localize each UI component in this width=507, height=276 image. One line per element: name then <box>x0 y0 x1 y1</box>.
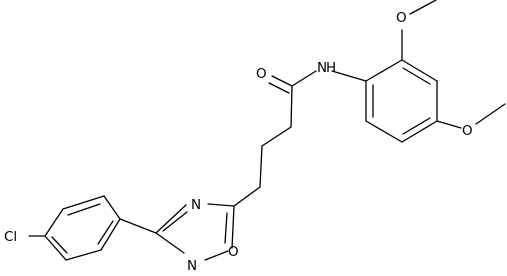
bond <box>119 218 157 234</box>
bond <box>261 126 292 147</box>
bond <box>204 250 229 261</box>
bond-double-inner <box>51 236 68 254</box>
bond-double-inner <box>402 117 431 135</box>
bonds <box>28 0 506 261</box>
bond-double-inner <box>224 212 228 244</box>
atom-label-methoxy-right-oxygen: O <box>462 123 473 139</box>
atom-label-oxadiazole-nitrogen-bottom: N <box>187 258 197 274</box>
bond <box>259 145 263 188</box>
bond-double-inner <box>162 211 188 232</box>
bond <box>62 195 105 210</box>
bond <box>155 204 187 234</box>
bond <box>233 186 261 207</box>
bond <box>291 70 317 87</box>
bond <box>44 208 64 237</box>
bond <box>65 249 102 261</box>
atom-label-oxadiazole-oxygen: O <box>228 244 239 260</box>
bond <box>155 232 185 254</box>
bond <box>100 218 121 251</box>
bond <box>365 59 403 82</box>
bond-double-inner <box>402 67 431 85</box>
bond <box>207 203 235 207</box>
bond-double-inner <box>67 203 101 216</box>
atom-label-methoxy-top-oxygen: O <box>396 10 407 26</box>
bond <box>475 103 506 125</box>
bond <box>436 120 462 129</box>
bond <box>271 75 293 87</box>
bond <box>365 120 403 143</box>
bond-double-inner <box>97 220 114 245</box>
bond <box>401 59 438 82</box>
bond <box>44 235 67 261</box>
bond <box>401 120 438 143</box>
atom-label-amide-nitrogen: N <box>317 60 327 76</box>
atom-labels: O N H O O N N O Cl <box>4 10 473 274</box>
atom-label-oxadiazole-nitrogen-top: N <box>191 197 201 213</box>
bond <box>290 85 293 128</box>
bond <box>409 0 437 15</box>
atom-label-carbonyl-oxygen: O <box>256 66 267 82</box>
bond-double-inner <box>268 82 290 94</box>
bond <box>331 70 367 82</box>
atom-label-chlorine: Cl <box>4 229 17 245</box>
atom-label-amide-hydrogen: H <box>326 60 336 76</box>
bond <box>103 195 121 220</box>
bond <box>231 205 235 249</box>
